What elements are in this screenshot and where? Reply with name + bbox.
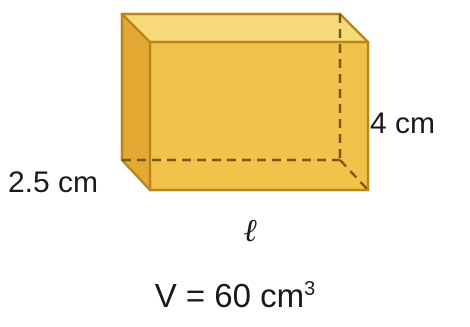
- volume-exponent: 3: [304, 278, 316, 300]
- depth-label: 2.5 cm: [8, 166, 99, 199]
- length-variable-label: ℓ: [244, 211, 258, 249]
- prism-front-face: [150, 42, 368, 190]
- volume-text: V = 60 cm: [154, 277, 305, 314]
- prism-top-face: [122, 14, 368, 42]
- volume-caption: V = 60 cm3: [0, 279, 470, 312]
- height-label: 4 cm: [370, 107, 436, 140]
- prism-hidden-edges: [122, 14, 369, 191]
- prism-left-face: [122, 14, 150, 190]
- prism-visible-edges: [120, 12, 370, 192]
